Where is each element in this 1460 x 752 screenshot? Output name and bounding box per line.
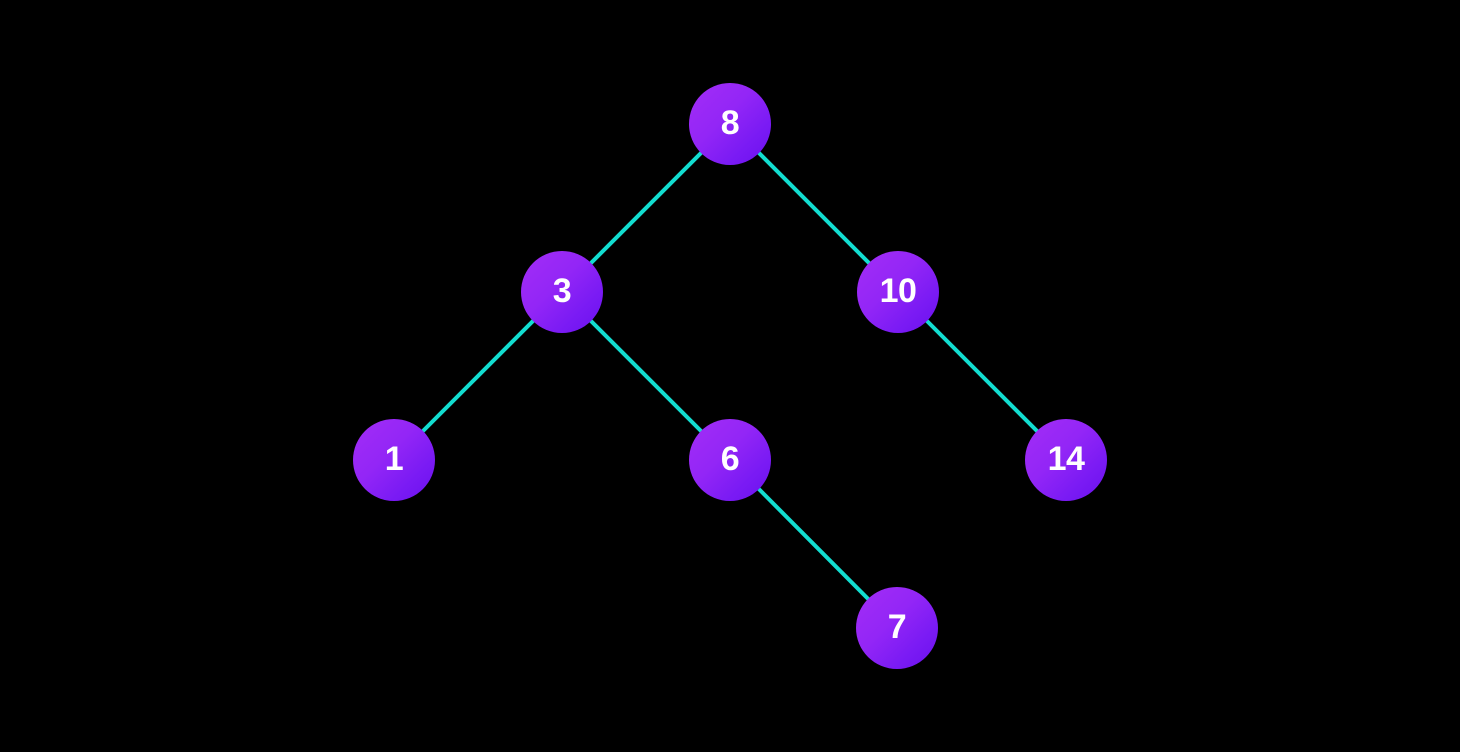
- tree-node-label: 8: [720, 104, 740, 142]
- tree-node-label: 6: [720, 440, 740, 478]
- tree-node-label: 3: [552, 272, 572, 310]
- tree-node-10[interactable]: 10: [857, 251, 939, 333]
- tree-node-label: 1: [384, 440, 404, 478]
- tree-node-6[interactable]: 6: [689, 419, 771, 501]
- tree-node-8[interactable]: 8: [689, 83, 771, 165]
- tree-node-label: 10: [879, 272, 917, 310]
- tree-node-label: 7: [887, 608, 907, 646]
- tree-node-14[interactable]: 14: [1025, 419, 1107, 501]
- tree-node-1[interactable]: 1: [353, 419, 435, 501]
- tree-node-7[interactable]: 7: [856, 587, 938, 669]
- tree-node-3[interactable]: 3: [521, 251, 603, 333]
- tree-node-label: 14: [1047, 440, 1085, 478]
